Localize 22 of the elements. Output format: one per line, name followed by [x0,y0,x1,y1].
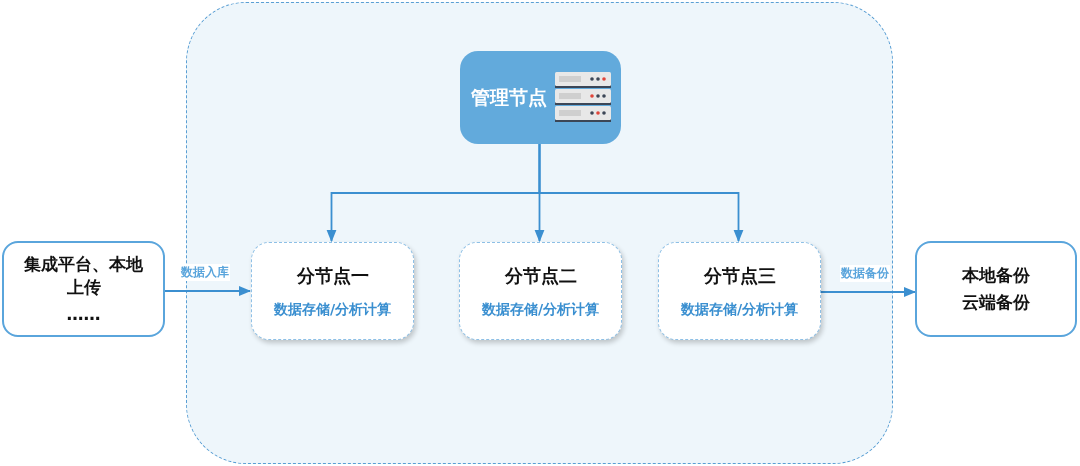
node-subtitle: 数据存储/分析计算 [680,300,799,319]
node-title: 分节点三 [703,263,776,287]
node-subtitle: 数据存储/分析计算 [273,300,392,319]
node-title: 分节点二 [504,263,577,287]
arrow [538,142,744,243]
sub-node-box [658,242,821,340]
node-text: 本地备份 [962,264,1030,287]
source-box [2,241,165,337]
node-text: 集成平台、本地上传 [23,252,144,299]
edge-label: 数据备份 [839,265,890,282]
node-note: 云端备份 [962,291,1030,314]
edge-label: 数据入库 [179,264,230,281]
arrow [819,286,917,298]
management-node-box [460,51,621,144]
node-title: 分节点一 [296,263,369,287]
node-note: …… [66,302,101,326]
backup-box [915,241,1077,337]
node-subtitle: 数据存储/分析计算 [481,300,600,319]
arrow [164,285,252,297]
sub-node-box [459,242,622,340]
sub-node-box [251,242,414,340]
node-title: 管理节点 [470,86,547,109]
